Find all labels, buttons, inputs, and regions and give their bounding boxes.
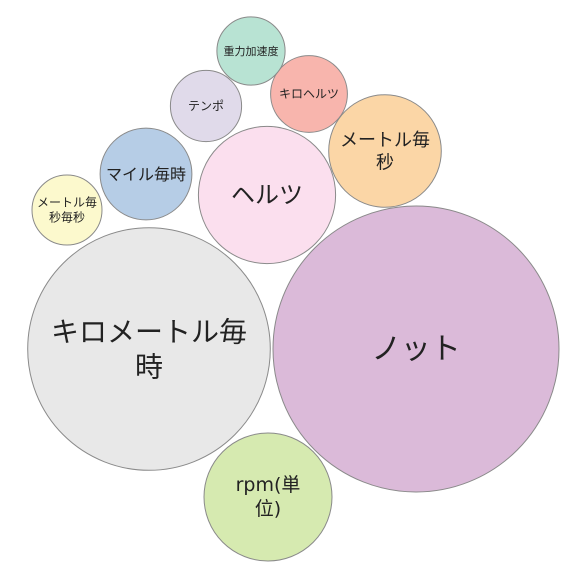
bubble-label: メートル毎秒 bbox=[340, 129, 430, 173]
bubble-label: キロヘルツ bbox=[279, 87, 339, 101]
bubble-circle bbox=[31, 174, 103, 246]
bubble: キロヘルツ bbox=[270, 55, 348, 133]
bubble-circle bbox=[203, 432, 333, 562]
bubble: 重力加速度 bbox=[216, 16, 286, 86]
bubble: rpm(単位) bbox=[203, 432, 333, 562]
bubble-label: rpm(単位) bbox=[236, 474, 301, 520]
bubble-circle bbox=[272, 205, 560, 493]
bubble-circle bbox=[169, 69, 243, 143]
bubble-circle bbox=[99, 127, 193, 221]
bubble: キロメートル毎時 bbox=[27, 227, 271, 471]
bubble-label: ヘルツ bbox=[231, 181, 303, 209]
bubble-circle bbox=[197, 125, 337, 265]
bubble-circle bbox=[216, 16, 286, 86]
bubble-label: 重力加速度 bbox=[224, 44, 279, 58]
bubble: ヘルツ bbox=[197, 125, 337, 265]
bubble-circle bbox=[27, 227, 271, 471]
bubble: メートル毎秒毎秒 bbox=[31, 174, 103, 246]
bubble: テンポ bbox=[169, 69, 243, 143]
bubble-circle bbox=[270, 55, 348, 133]
bubble-label: キロメートル毎時 bbox=[51, 315, 247, 383]
bubble: マイル毎時 bbox=[99, 127, 193, 221]
bubble-label: テンポ bbox=[188, 99, 224, 113]
bubble-label: メートル毎秒毎秒 bbox=[37, 195, 97, 225]
bubble-label: ノット bbox=[371, 332, 460, 367]
bubble: メートル毎秒 bbox=[328, 94, 442, 208]
bubble-circle bbox=[328, 94, 442, 208]
bubble-label: マイル毎時 bbox=[106, 165, 186, 184]
bubble: ノット bbox=[272, 205, 560, 493]
